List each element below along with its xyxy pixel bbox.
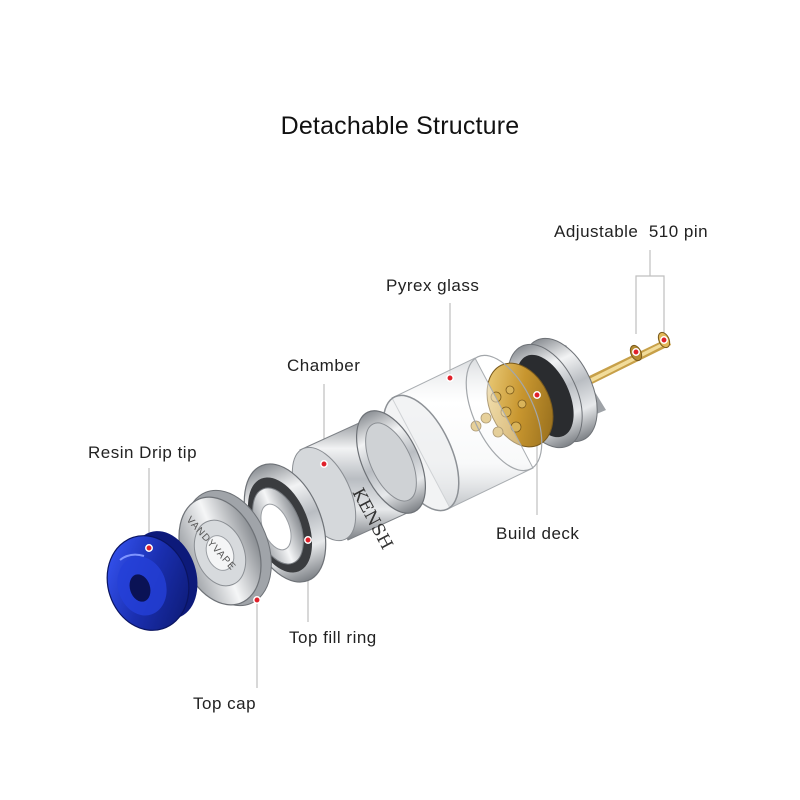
marker-top-cap: [253, 596, 261, 604]
drip-tip-part: [106, 531, 198, 631]
marker-pin-2: [660, 336, 668, 344]
marker-pin-1: [632, 348, 640, 356]
marker-drip-tip: [145, 544, 153, 552]
label-drip-tip: Resin Drip tip: [88, 443, 198, 462]
marker-pyrex-glass: [446, 374, 454, 382]
label-chamber: Chamber: [287, 356, 361, 375]
pyrex-glass-part: [382, 354, 543, 512]
marker-top-fill-ring: [304, 536, 312, 544]
label-pyrex-glass: Pyrex glass: [386, 276, 480, 295]
diagram-title: Detachable Structure: [280, 112, 520, 140]
pin-510: [585, 331, 671, 386]
chamber-part: KENSH: [291, 410, 427, 553]
base-assembly: [470, 337, 606, 449]
leader-pin: [635, 275, 665, 340]
label-top-fill-ring: Top fill ring: [289, 628, 377, 647]
marker-dots: [145, 336, 668, 604]
top-cap-part: VANDYVAPE: [178, 489, 272, 607]
label-build-deck: Build deck: [496, 524, 580, 543]
label-pin: Adjustable 510 pin: [554, 222, 709, 241]
marker-build-deck: [533, 391, 541, 399]
marker-chamber: [320, 460, 328, 468]
label-top-cap: Top cap: [193, 694, 257, 713]
